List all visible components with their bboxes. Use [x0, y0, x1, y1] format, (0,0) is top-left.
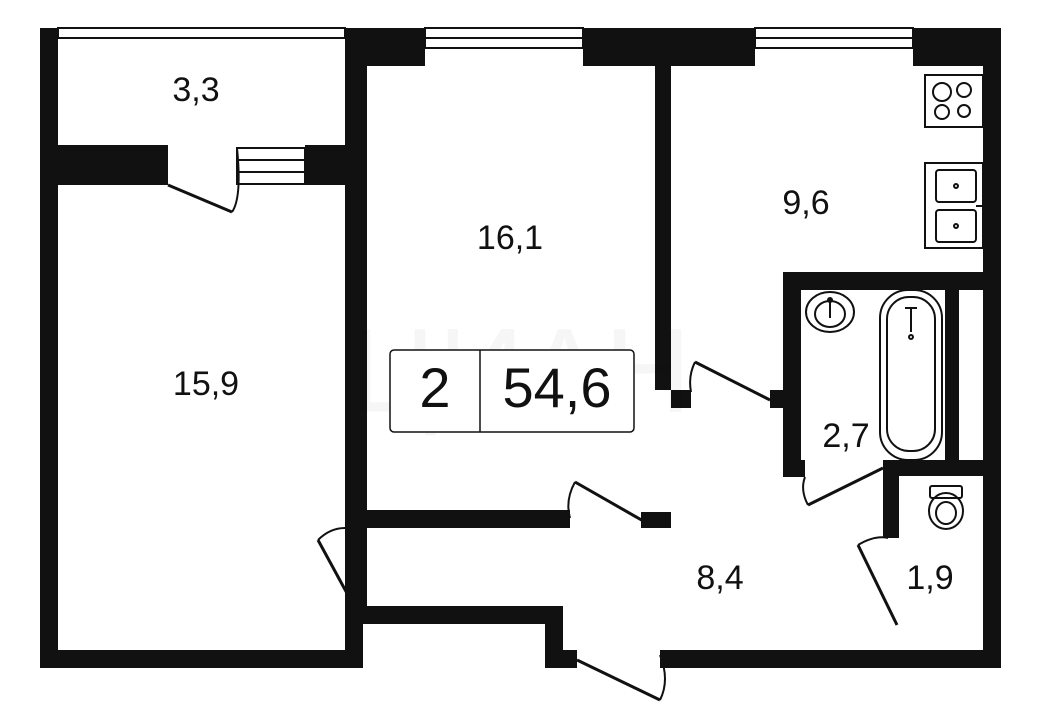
walls: [40, 28, 1001, 668]
toilet-icon: [928, 485, 964, 530]
summary-badge: 2 54,6: [389, 349, 635, 433]
sink-icon: [924, 162, 984, 249]
rooms-count: 2: [419, 356, 450, 419]
room-area-center: 16,1: [477, 219, 543, 257]
doors: [167, 147, 899, 702]
windows: [57, 27, 914, 185]
room-area-hallway: 8,4: [696, 559, 743, 597]
room-area-bathroom: 2,7: [822, 417, 869, 455]
total-area: 54,6: [503, 356, 612, 419]
room-area-balcony: 3,3: [172, 71, 219, 109]
room-area-toilet: 1,9: [906, 559, 953, 597]
bathtub-icon: [879, 289, 943, 461]
room-area-left: 15,9: [173, 365, 239, 403]
stove-icon: [924, 74, 984, 128]
room-area-kitchen: 9,6: [782, 184, 829, 222]
washbasin-icon: [805, 291, 855, 333]
